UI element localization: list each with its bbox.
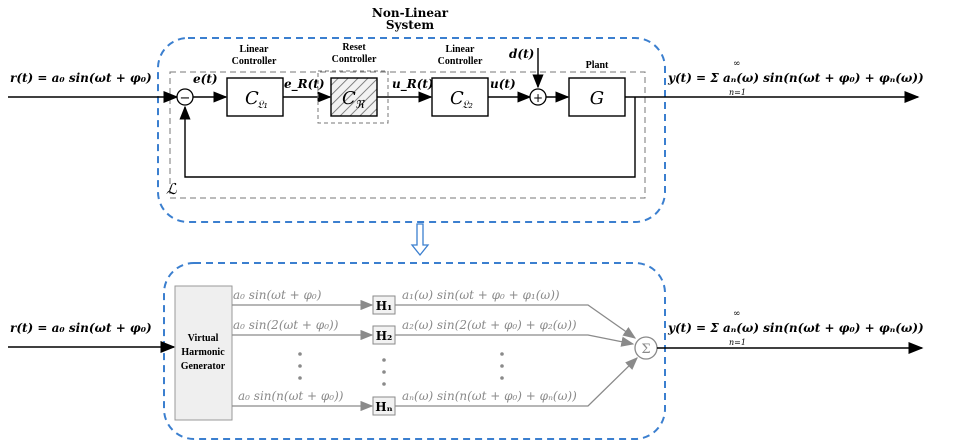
reset-output-label: u_R(t) (392, 77, 434, 92)
output-sum-upper-limit: ∞ (733, 59, 741, 69)
ellipsis-dot (298, 352, 302, 356)
harmonic-output-2-path (395, 334, 635, 347)
nonlinear-system-boundary (157, 37, 666, 223)
linear-controller-1-heading-line2: Controller (232, 56, 277, 67)
ellipsis-dot (500, 352, 504, 356)
filter-h2-label: H₂ (376, 329, 393, 343)
ellipsis-dot (500, 364, 504, 368)
error-label: e(t) (193, 72, 218, 86)
ellipsis-dot (298, 376, 302, 380)
bottom-output-signal-label: y(t) = Σ aₙ(ω) sin(n(ωt + φ₀) + φₙ(ω)) (667, 321, 924, 335)
system-title-line1: Non-Linear (372, 6, 449, 20)
reset-controller-heading-line1: Reset (342, 42, 366, 53)
disturbance-sum-sign: + (533, 91, 543, 105)
summer-symbol: Σ (641, 342, 650, 357)
linear-controller-2-heading-line2: Controller (438, 56, 483, 67)
feedback-path (179, 97, 636, 178)
harmonic-input-n-label: a₀ sin(n(ωt + φ₀)) (238, 389, 344, 403)
linear-controller-1-heading-line1: Linear (240, 44, 269, 55)
linear-controller-2-heading-line1: Linear (446, 44, 475, 55)
control-signal-label: u(t) (490, 77, 516, 91)
harmonic-input-2-label: a₀ sin(2(ωt + φ₀)) (233, 318, 339, 332)
harmonic-output-2-label: a₂(ω) sin(2(ωt + φ₀) + φ₂(ω)) (402, 318, 577, 332)
plant-symbol: G (590, 88, 604, 109)
linear-controller-2-symbol: C (450, 88, 464, 109)
harmonic-output-n-path (395, 357, 638, 407)
generator-label-line3: Generator (181, 361, 226, 372)
system-title-line2: System (386, 18, 435, 32)
output-signal-label: y(t) = Σ aₙ(ω) sin(n(ωt + φ₀) + φₙ(ω)) (667, 71, 924, 85)
linear-controller-1-block (226, 77, 284, 117)
harmonic-output-1-path (395, 304, 637, 339)
reset-controller-block (330, 77, 378, 117)
ellipsis-dot (382, 370, 386, 374)
reset-error-label: e_R(t) (284, 77, 325, 92)
reset-controller-symbol: C (342, 88, 356, 109)
bottom-input-signal-label: r(t) = a₀ sin(ωt + φ₀) (10, 321, 152, 335)
input-signal-label: r(t) = a₀ sin(ωt + φ₀) (10, 71, 152, 85)
reset-controller-heading-line2: Controller (332, 54, 377, 65)
reset-controller-boundary (317, 70, 389, 124)
filter-h1-label: H₁ (376, 299, 393, 313)
output-sum-lower-limit: n=1 (729, 88, 746, 97)
filter-hn-label: Hₙ (375, 400, 393, 414)
ellipsis-dot (382, 382, 386, 386)
disturbance-label: d(t) (509, 47, 534, 61)
generator-label-line2: Harmonic (181, 347, 225, 358)
harmonic-input-1-label: a₀ sin(ωt + φ₀) (233, 288, 322, 302)
loop-label: ℒ (166, 180, 178, 198)
harmonic-output-1-label: a₁(ω) sin(ωt + φ₀ + φ₁(ω)) (402, 288, 560, 302)
ellipsis-dot (500, 376, 504, 380)
equivalence-arrow (410, 223, 430, 257)
harmonic-output-n-label: aₙ(ω) sin(n(ωt + φ₀) + φₙ(ω)) (402, 389, 577, 403)
harmonic-model-boundary (163, 262, 666, 440)
virtual-harmonic-generator (174, 285, 233, 421)
linear-controller-1-symbol: C (245, 88, 259, 109)
ellipsis-dot (298, 364, 302, 368)
bottom-output-sum-upper-limit: ∞ (733, 309, 741, 319)
generator-label-line1: Virtual (188, 333, 219, 344)
reset-controller-subscript: ℜ (355, 98, 365, 111)
summing-sign: − (180, 91, 191, 106)
bottom-output-sum-lower-limit: n=1 (729, 338, 746, 347)
linear-controller-1-subscript: 𝔏₁ (257, 98, 268, 111)
linear-controller-2-subscript: 𝔏₂ (462, 98, 473, 111)
plant-heading: Plant (586, 60, 609, 71)
linear-controller-2-block (431, 77, 489, 117)
ellipsis-dot (382, 358, 386, 362)
